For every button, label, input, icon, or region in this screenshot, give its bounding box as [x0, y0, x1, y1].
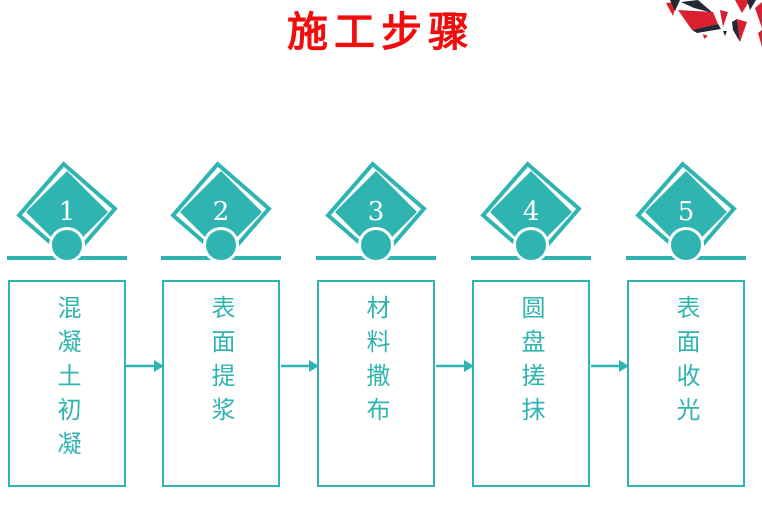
step-column: 4 圆盘搓抹 [471, 155, 591, 495]
step-label: 表面提浆 [207, 295, 235, 431]
step-marker: 5 [626, 155, 746, 267]
marker-dot [49, 227, 85, 263]
step-number: 2 [212, 197, 230, 227]
marker-dot [203, 227, 239, 263]
flow-arrow-icon [591, 360, 629, 372]
step-box: 混凝土初凝 [8, 280, 126, 487]
slide-title: 施工步骤 [287, 8, 475, 56]
step-label: 材料撒布 [362, 295, 390, 431]
step-box: 材料撒布 [317, 280, 435, 487]
flow-arrow-icon [281, 360, 319, 372]
step-box: 表面提浆 [162, 280, 280, 487]
step-marker: 2 [161, 155, 281, 267]
flow-arrow-icon [126, 360, 164, 372]
step-box: 表面收光 [627, 280, 745, 487]
marker-dot [668, 227, 704, 263]
marker-dot [513, 227, 549, 263]
shatter-shards-icon [666, 0, 762, 47]
step-number: 5 [677, 197, 695, 227]
step-marker: 3 [316, 155, 436, 267]
step-label: 表面收光 [672, 295, 700, 431]
step-number: 1 [58, 197, 76, 227]
step-box: 圆盘搓抹 [472, 280, 590, 487]
step-label: 混凝土初凝 [53, 295, 81, 465]
step-column: 2 表面提浆 [161, 155, 281, 495]
step-column: 5 表面收光 [626, 155, 746, 495]
step-column: 1 混凝土初凝 [7, 155, 127, 495]
marker-dot [358, 227, 394, 263]
step-number: 4 [522, 197, 540, 227]
step-marker: 1 [7, 155, 127, 267]
step-label: 圆盘搓抹 [517, 295, 545, 431]
step-column: 3 材料撒布 [316, 155, 436, 495]
flow-arrow-icon [436, 360, 474, 372]
step-marker: 4 [471, 155, 591, 267]
step-number: 3 [367, 197, 385, 227]
